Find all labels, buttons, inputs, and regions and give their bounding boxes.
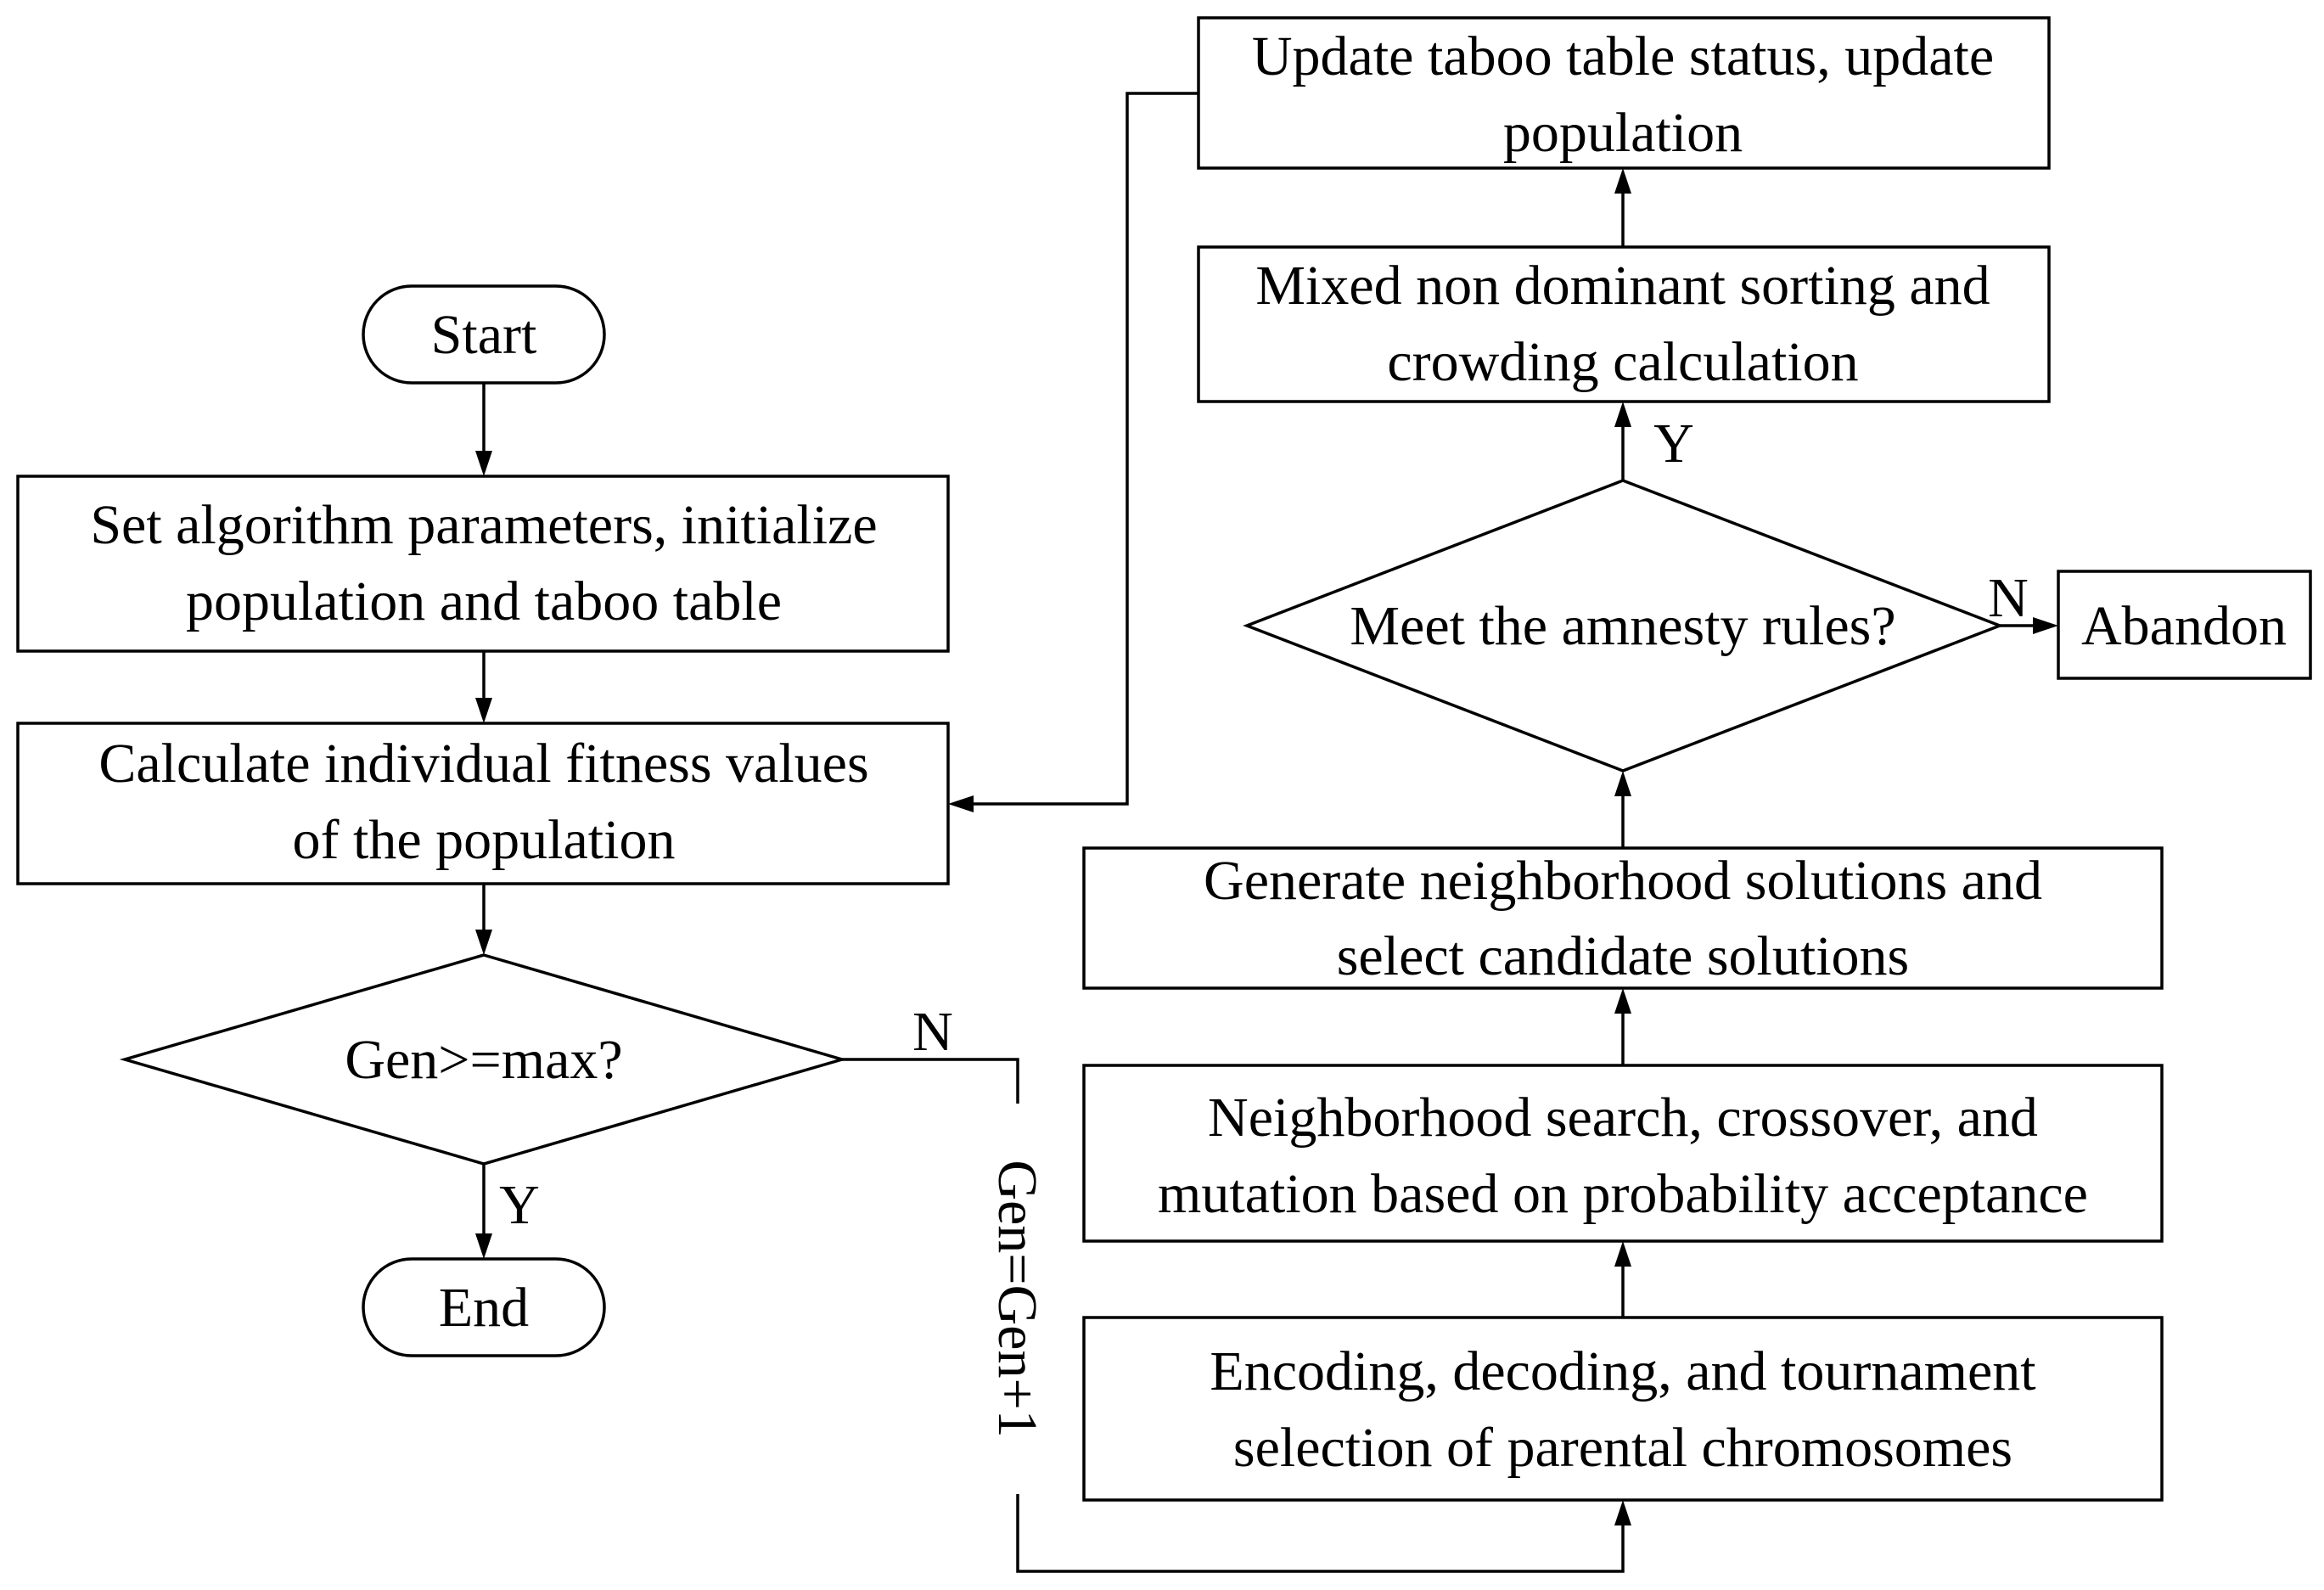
arrow-gen-check-to-end — [475, 1164, 492, 1259]
arrow-init-to-fitness — [475, 651, 492, 723]
abandon-box: Abandon — [2057, 570, 2312, 680]
arrow-generate-to-amnesty-check — [1614, 771, 1631, 848]
update-label-line-1: Update taboo table status, update — [1252, 25, 1994, 87]
fitness-label-line-1: Calculate individual fitness values — [98, 733, 868, 795]
generate-neighborhood-label-line-1: Generate neighborhood solutions and — [1204, 850, 2042, 912]
gen-check-diamond: Gen>=max? — [119, 953, 848, 1166]
sorting-label-line-2: crowding calculation — [1387, 331, 1858, 393]
start-label: Start — [431, 304, 537, 366]
neighborhood-search-label-line-1: Neighborhood search, crossover, and — [1208, 1087, 2038, 1149]
arrow-amnesty-check-to-sorting — [1614, 402, 1631, 480]
arrow-update-to-fitness — [948, 92, 1198, 812]
fitness-box: Calculate individual fitness values of t… — [16, 722, 950, 885]
update-label-line-2: population — [1503, 102, 1743, 164]
sorting-box: Mixed non dominant sorting and crowding … — [1197, 245, 2051, 403]
amnesty-check-label: Meet the amnesty rules? — [1350, 595, 1895, 657]
init-label-line-2: population and taboo table — [186, 570, 782, 632]
neighborhood-search-label-line-2: mutation based on probability acceptance — [1158, 1163, 2088, 1225]
init-box: Set algorithm parameters, initialize pop… — [16, 475, 950, 653]
generate-neighborhood-box: Generate neighborhood solutions and sele… — [1082, 846, 2164, 990]
abandon-label: Abandon — [2081, 595, 2287, 657]
arrow-encoding-to-neighborhood-search — [1614, 1241, 1631, 1318]
encoding-label-line-1: Encoding, decoding, and tournament — [1210, 1340, 2035, 1402]
update-box: Update taboo table status, update popula… — [1197, 16, 2051, 170]
end-node: End — [362, 1257, 606, 1357]
generate-neighborhood-label-line-2: select candidate solutions — [1337, 925, 1909, 987]
gen-check-no-label: N — [912, 1001, 953, 1063]
amnesty-no-label: N — [1988, 567, 2029, 629]
end-label: End — [439, 1277, 529, 1339]
gen-check-label: Gen>=max? — [345, 1029, 622, 1091]
arrow-fitness-to-gen-check — [475, 884, 492, 955]
start-node: Start — [362, 284, 606, 385]
increment-label: Gen=Gen+1 — [986, 1160, 1048, 1437]
arrow-sorting-to-update — [1614, 168, 1631, 247]
arrow-amnesty-check-to-abandon — [2000, 617, 2058, 634]
gen-check-yes-label: Y — [499, 1174, 540, 1236]
encoding-box: Encoding, decoding, and tournament selec… — [1082, 1316, 2164, 1502]
amnesty-check-diamond: Meet the amnesty rules? — [1243, 479, 2004, 773]
arrow-start-to-init — [475, 383, 492, 476]
neighborhood-search-box: Neighborhood search, crossover, and muta… — [1082, 1064, 2164, 1243]
arrow-neighborhood-search-to-generate — [1614, 988, 1631, 1065]
sorting-label-line-1: Mixed non dominant sorting and — [1255, 255, 1990, 317]
arrow-gen-check-to-encoding — [842, 1058, 1631, 1573]
encoding-label-line-2: selection of parental chromosomes — [1233, 1417, 2012, 1479]
fitness-label-line-2: of the population — [293, 809, 676, 871]
amnesty-yes-label: Y — [1653, 413, 1694, 475]
init-label-line-1: Set algorithm parameters, initialize — [90, 494, 877, 556]
